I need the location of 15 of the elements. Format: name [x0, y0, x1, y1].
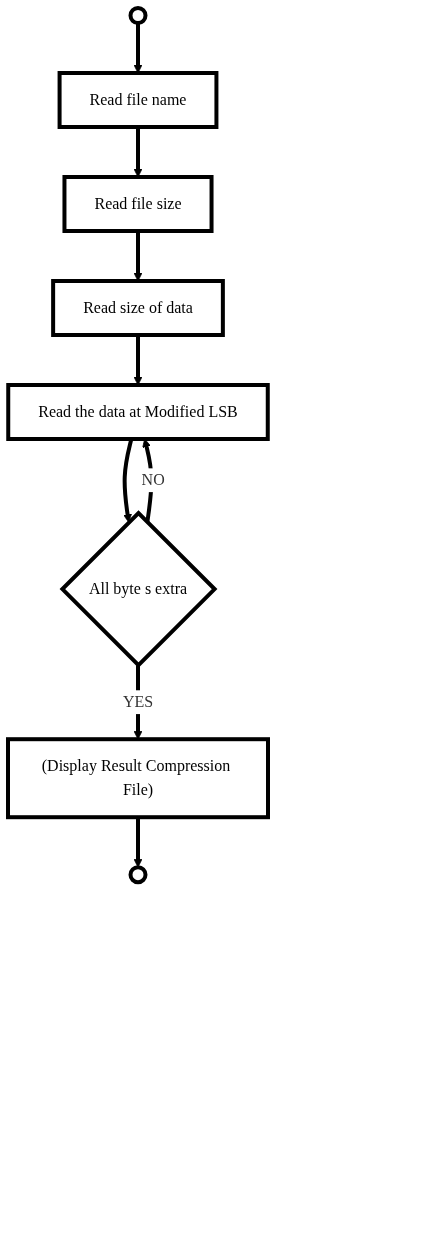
- arrow: [133, 335, 143, 386]
- arrow: [133, 817, 143, 868]
- node-diamond: All byte s extra: [59, 510, 218, 669]
- node-box: Read file name: [57, 71, 219, 129]
- arrow: [133, 231, 143, 282]
- arrow: [133, 23, 143, 74]
- node-circle: [128, 6, 148, 25]
- node-box: Read file size: [62, 175, 214, 233]
- edge-label: YES: [122, 693, 154, 711]
- arrow: [133, 127, 143, 178]
- edge-label: NO: [141, 471, 165, 489]
- node-box: Read size of data: [51, 279, 225, 337]
- node-box: Read the data at Modified LSB: [6, 383, 270, 441]
- node-box: (Display Result Compression File): [6, 737, 270, 820]
- node-circle: [128, 865, 148, 885]
